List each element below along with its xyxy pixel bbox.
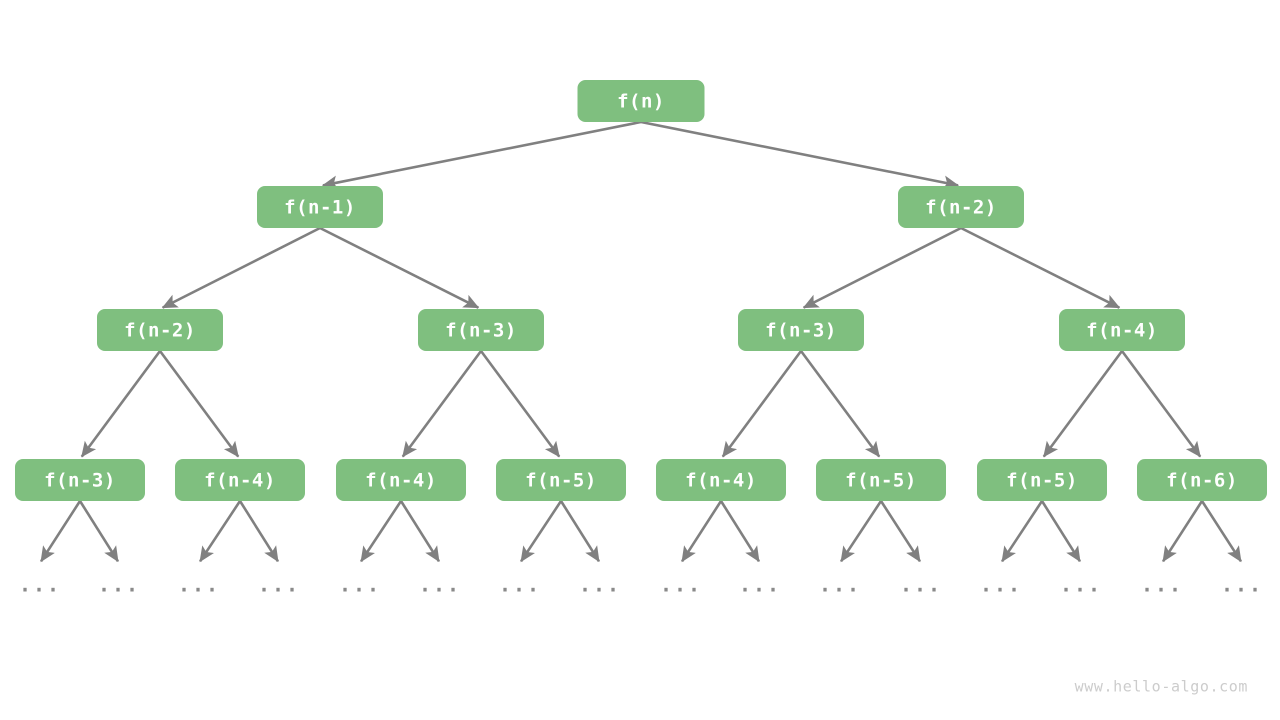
ellipsis-label: ... <box>739 573 781 597</box>
node-box <box>816 459 946 501</box>
ellipsis-label: ... <box>178 573 220 597</box>
tree-node[interactable]: f(n-4) <box>1059 309 1185 351</box>
node-label: f(n-1) <box>284 197 356 219</box>
ellipsis-label: ... <box>499 573 541 597</box>
node-label: f(n-2) <box>925 197 997 219</box>
node-box <box>496 459 626 501</box>
node-box <box>977 459 1107 501</box>
tree-edge <box>721 350 803 458</box>
ellipsis-label: ... <box>19 573 61 597</box>
ellipsis-edge <box>879 500 922 563</box>
node-box <box>97 309 223 351</box>
tree-edge <box>158 350 240 458</box>
tree-node[interactable]: f(n-3) <box>15 459 145 501</box>
tree-edge <box>321 120 642 190</box>
node-box <box>738 309 864 351</box>
tree-edge <box>401 350 483 458</box>
ellipsis-edge <box>360 500 403 563</box>
tree-node[interactable]: f(n-4) <box>656 459 786 501</box>
node-box <box>175 459 305 501</box>
tree-node[interactable]: f(n-2) <box>97 309 223 351</box>
ellipsis-edge <box>719 500 761 563</box>
node-box <box>577 80 705 122</box>
node-box <box>15 459 145 501</box>
tree-edge <box>319 226 480 309</box>
ellipsis-edge <box>399 500 441 563</box>
ellipsis-label: ... <box>98 573 140 597</box>
tree-node[interactable]: f(n-4) <box>175 459 305 501</box>
node-label: f(n-5) <box>845 470 917 492</box>
ellipsis-edge <box>1001 500 1044 563</box>
node-box <box>898 186 1024 228</box>
ellipsis-arrows-layer <box>39 500 1243 563</box>
tree-edge <box>1120 350 1202 458</box>
node-label: f(n-3) <box>445 320 517 342</box>
node-label: f(n) <box>617 91 665 113</box>
nodes-layer: f(n) f(n-1) f(n-2) f(n-2) f(n-3) f(n-3) f(n-4)… <box>15 80 1267 501</box>
node-box <box>418 309 544 351</box>
ellipsis-label: ... <box>1221 573 1263 597</box>
ellipsis-label: ... <box>660 573 702 597</box>
tree-edge <box>161 226 321 309</box>
ellipsis-label: ... <box>1141 573 1183 597</box>
tree-edge <box>479 350 561 458</box>
ellipsis-edge <box>1161 500 1204 563</box>
tree-node[interactable]: f(n-3) <box>738 309 864 351</box>
node-box <box>336 459 466 501</box>
tree-node[interactable]: f(n-2) <box>898 186 1024 228</box>
tree-node[interactable]: f(n) <box>577 80 705 122</box>
node-label: f(n-4) <box>204 470 276 492</box>
ellipsis-label: ... <box>900 573 942 597</box>
ellipsis-label: ... <box>419 573 461 597</box>
ellipsis-edge <box>199 500 242 563</box>
tree-node[interactable]: f(n-3) <box>418 309 544 351</box>
tree-edge <box>640 120 960 190</box>
tree-edge <box>802 226 962 309</box>
tree-node[interactable]: f(n-5) <box>816 459 946 501</box>
ellipsis-label: ... <box>980 573 1022 597</box>
node-label: f(n-4) <box>365 470 437 492</box>
ellipsis-layer: ........................................… <box>19 573 1263 597</box>
ellipsis-edge <box>680 500 723 563</box>
tree-node[interactable]: f(n-1) <box>257 186 383 228</box>
tree-edge <box>80 350 162 458</box>
tree-edge <box>960 226 1121 309</box>
node-box <box>1137 459 1267 501</box>
node-label: f(n-5) <box>1006 470 1078 492</box>
ellipsis-edge <box>559 500 601 563</box>
tree-node[interactable]: f(n-6) <box>1137 459 1267 501</box>
node-box <box>1059 309 1185 351</box>
tree-edge <box>799 350 881 458</box>
node-label: f(n-2) <box>124 320 196 342</box>
node-label: f(n-3) <box>44 470 116 492</box>
node-label: f(n-6) <box>1166 470 1238 492</box>
tree-node[interactable]: f(n-5) <box>977 459 1107 501</box>
ellipsis-edge <box>238 500 280 563</box>
ellipsis-label: ... <box>258 573 300 597</box>
ellipsis-edge <box>39 500 82 563</box>
node-box <box>257 186 383 228</box>
tree-node[interactable]: f(n-4) <box>336 459 466 501</box>
ellipsis-label: ... <box>579 573 621 597</box>
ellipsis-label: ... <box>819 573 861 597</box>
node-label: f(n-3) <box>765 320 837 342</box>
ellipsis-label: ... <box>1060 573 1102 597</box>
node-label: f(n-4) <box>1086 320 1158 342</box>
node-label: f(n-5) <box>525 470 597 492</box>
ellipsis-edge <box>520 500 563 563</box>
ellipsis-edge <box>78 500 120 563</box>
watermark: www.hello-algo.com <box>1075 678 1248 696</box>
tree-edge <box>1042 350 1124 458</box>
ellipsis-edge <box>1040 500 1082 563</box>
ellipsis-label: ... <box>339 573 381 597</box>
tree-node[interactable]: f(n-5) <box>496 459 626 501</box>
ellipsis-edge <box>840 500 883 563</box>
node-label: f(n-4) <box>685 470 757 492</box>
ellipsis-edge <box>1200 500 1243 563</box>
edges-layer <box>80 120 1202 458</box>
node-box <box>656 459 786 501</box>
